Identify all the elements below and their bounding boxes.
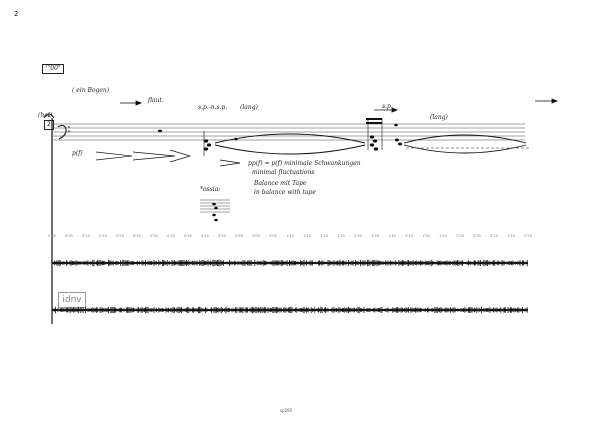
- timeline-label: 0'05: [65, 234, 73, 238]
- chord-1: [203, 131, 212, 156]
- timeline-label: 1'15: [303, 234, 311, 238]
- staff: [52, 123, 525, 141]
- timeline-label: 2'00: [456, 234, 464, 238]
- timeline-label: 0'55: [235, 234, 243, 238]
- timeline-label: 1'35: [371, 234, 379, 238]
- timeline-label: 1'40: [388, 234, 396, 238]
- timeline-label: 2'15: [507, 234, 515, 238]
- page-number: 2: [14, 10, 19, 18]
- timeline-label: 1'30: [354, 234, 362, 238]
- hairpin-crescendo: [132, 151, 176, 161]
- timeline-label: 1'25: [337, 234, 345, 238]
- timeline-label: 0'20: [116, 234, 124, 238]
- timeline: 0'00 0'05 0'10 0'15 0'20 0'25 0'30 0'35 0'40 0'45…: [48, 234, 532, 238]
- hairpin-decrescendo: [95, 151, 133, 161]
- slur-1: [214, 133, 366, 144]
- direction-sp: s.p.: [382, 103, 393, 110]
- timeline-label: 1'55: [439, 234, 447, 238]
- annotation-minimal-en: minimal fluctuations: [252, 169, 315, 176]
- timeline-label: 0'45: [201, 234, 209, 238]
- chord-2: [366, 118, 383, 151]
- tempo-marker: ᵀ"00": [42, 64, 64, 74]
- note-ein-bogen: ( ein Bogen): [72, 87, 110, 94]
- ossia-staff: [200, 199, 230, 213]
- arrow-head-flaut: [135, 100, 143, 106]
- timeline-label: 0'50: [218, 234, 226, 238]
- timeline-label: 1'50: [422, 234, 430, 238]
- hairpin-annotation: [219, 159, 241, 167]
- annotation-minimal-de: pp(f) = p(f) minimale Schwankungen: [248, 160, 361, 167]
- bass-clef-icon: [57, 124, 70, 140]
- tape-waveform-2: [51, 306, 528, 314]
- instrument-label: (hol): [38, 112, 53, 119]
- direction-lang-1: (lang): [240, 104, 258, 111]
- timeline-label: 1'20: [320, 234, 328, 238]
- annotation-balance-en: in balance with tape: [254, 189, 316, 196]
- direction-sponsp: s.p.-n.s.p.: [198, 104, 228, 111]
- timeline-label: 0'30: [150, 234, 158, 238]
- idnv-logo: idnv: [58, 292, 86, 308]
- hairpin-small: [169, 149, 192, 163]
- clef-number: 2: [44, 120, 54, 130]
- timeline-label: 1'05: [269, 234, 277, 238]
- fermata-icon: [43, 113, 55, 119]
- page-footer: sp295: [280, 408, 293, 413]
- arrow-head-sp: [391, 107, 399, 113]
- slur-2b: [403, 144, 527, 154]
- timeline-label: 0'40: [184, 234, 192, 238]
- chord-3: [395, 138, 402, 146]
- small-notes: [158, 123, 398, 141]
- arrow-head-continue: [551, 98, 559, 104]
- ossia-notes: [212, 202, 218, 222]
- direction-flaut: flaut.: [148, 97, 164, 104]
- timeline-label: 0'10: [82, 234, 90, 238]
- timeline-label: 2'05: [473, 234, 481, 238]
- timeline-label: 0'00: [48, 234, 56, 238]
- ossia-label: *ossia:: [200, 186, 221, 193]
- timeline-label: 0'35: [167, 234, 175, 238]
- annotation-balance-de: Balance mit Tape: [254, 180, 307, 187]
- slur-2: [403, 134, 527, 144]
- timeline-label: 2'10: [490, 234, 498, 238]
- timeline-label: 0'25: [133, 234, 141, 238]
- timeline-label: 1'00: [252, 234, 260, 238]
- tape-waveform-1: [51, 259, 528, 267]
- timeline-label: 1'45: [405, 234, 413, 238]
- dynamic-pf: p(f): [72, 150, 83, 157]
- timeline-label: 0'15: [99, 234, 107, 238]
- timeline-label: 1'10: [286, 234, 294, 238]
- slur-1b: [214, 144, 366, 155]
- timeline-label: 2'20: [524, 234, 532, 238]
- direction-lang-2: (lang): [430, 114, 448, 121]
